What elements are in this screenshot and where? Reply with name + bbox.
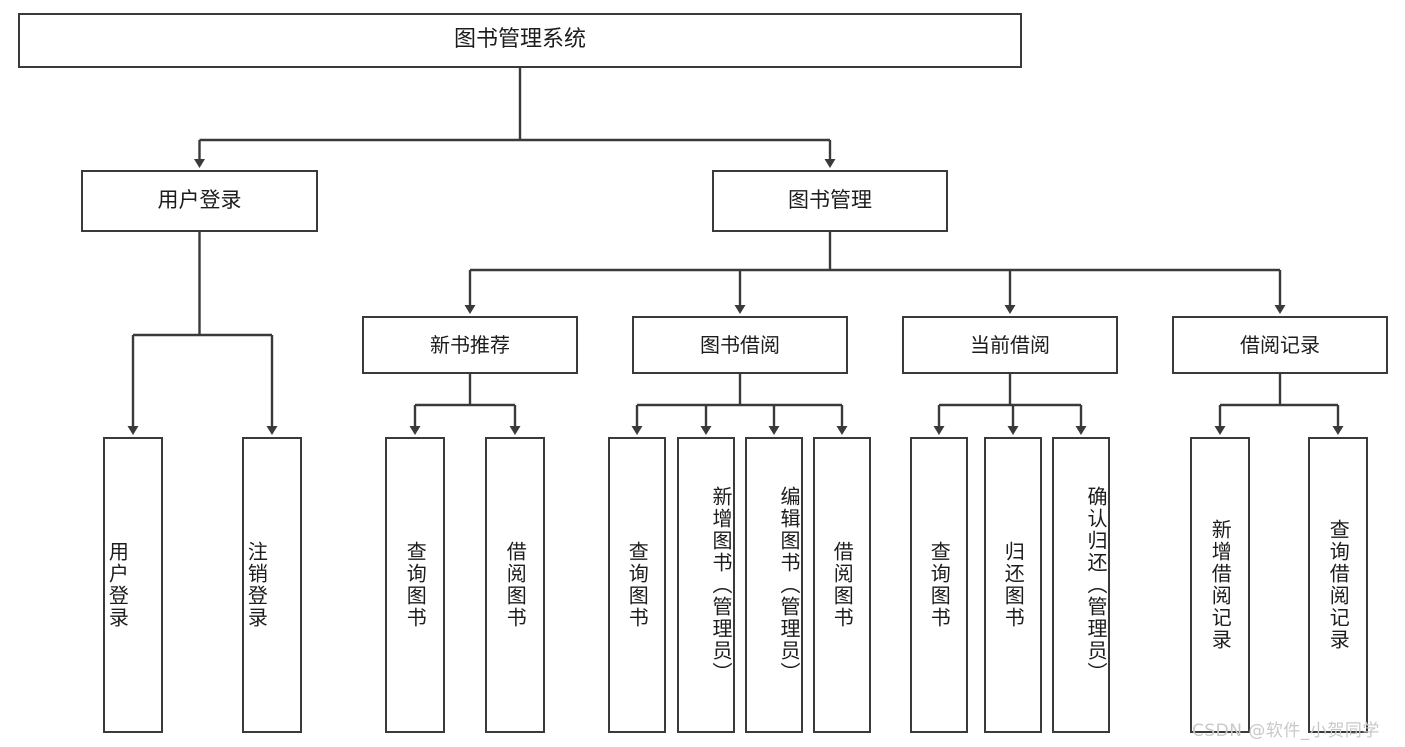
node-root[interactable]: 图书管理系统 xyxy=(18,13,1022,68)
node-label: 查询借阅记录 xyxy=(1326,519,1351,651)
node-label: 注销登录 xyxy=(244,541,269,629)
node-label: 新增借阅记录 xyxy=(1208,519,1233,651)
node-label: 归还图书 xyxy=(1001,541,1026,629)
node-leaf-bw-query[interactable]: 查询图书 xyxy=(608,437,666,733)
node-label: 借阅图书 xyxy=(830,541,855,629)
node-leaf-rc-add[interactable]: 新增借阅记录 xyxy=(1190,437,1250,733)
node-leaf-cb-confirm[interactable]: 确认归还（管理员） xyxy=(1052,437,1110,733)
node-leaf-user-logout[interactable]: 注销登录 xyxy=(242,437,302,733)
node-label: 查询图书 xyxy=(625,541,650,629)
node-bookmgmt[interactable]: 图书管理 xyxy=(712,170,948,232)
node-borrow[interactable]: 图书借阅 xyxy=(632,316,848,374)
node-records[interactable]: 借阅记录 xyxy=(1172,316,1388,374)
node-label: 查询图书 xyxy=(927,541,952,629)
node-leaf-bw-borrow[interactable]: 借阅图书 xyxy=(813,437,871,733)
node-leaf-cb-return[interactable]: 归还图书 xyxy=(984,437,1042,733)
node-label: 新增图书（管理员） xyxy=(709,486,733,684)
node-leaf-nb-query[interactable]: 查询图书 xyxy=(385,437,445,733)
node-label: 借阅图书 xyxy=(503,541,528,629)
node-label: 编辑图书（管理员） xyxy=(777,486,801,684)
node-leaf-rc-query[interactable]: 查询借阅记录 xyxy=(1308,437,1368,733)
node-leaf-user-login[interactable]: 用户登录 xyxy=(103,437,163,733)
node-leaf-bw-edit[interactable]: 编辑图书（管理员） xyxy=(745,437,803,733)
node-label: 查询图书 xyxy=(403,541,428,629)
node-current[interactable]: 当前借阅 xyxy=(902,316,1118,374)
node-login[interactable]: 用户登录 xyxy=(81,170,318,232)
node-label: 确认归还（管理员） xyxy=(1084,486,1108,684)
node-leaf-cb-query[interactable]: 查询图书 xyxy=(910,437,968,733)
node-leaf-nb-borrow[interactable]: 借阅图书 xyxy=(485,437,545,733)
node-newbook[interactable]: 新书推荐 xyxy=(362,316,578,374)
node-leaf-bw-add[interactable]: 新增图书（管理员） xyxy=(677,437,735,733)
node-label: 用户登录 xyxy=(105,541,130,629)
watermark: CSDN @软件_小贺同学 xyxy=(1192,721,1380,741)
